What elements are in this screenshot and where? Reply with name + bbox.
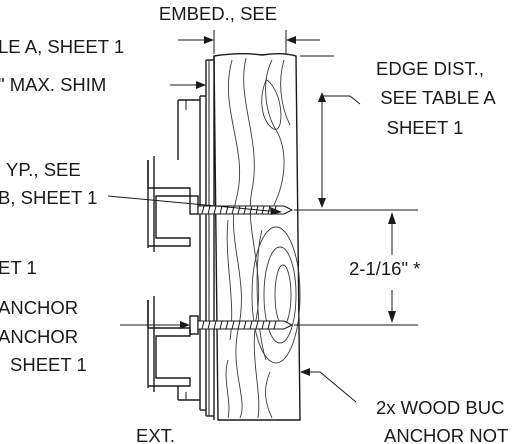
label-et1: ET 1 (0, 257, 37, 278)
label-embed-line2: LE A, SHEET 1 (0, 36, 124, 57)
wood-buck (213, 53, 301, 421)
frame-strips (199, 56, 215, 420)
label-edge-line3: SHEET 1 (387, 117, 464, 138)
label-typ-line2: B, SHEET 1 (0, 187, 97, 208)
label-dim-spacing: 2-1/16" * (349, 258, 420, 279)
label-typ-line1: YP., SEE (6, 159, 81, 180)
anchor-screws (197, 205, 294, 330)
wood-grain (225, 57, 301, 419)
label-ext: EXT. (136, 425, 175, 444)
label-anchor2: ANCHOR (0, 326, 78, 347)
label-embed-line1: EMBED., SEE (159, 3, 277, 24)
label-wood-line1: 2x WOOD BUC (376, 397, 504, 418)
leader-lines (107, 195, 357, 403)
label-wood-line2: ANCHOR NOT (384, 425, 508, 444)
anchor-spacing-dimension (294, 212, 418, 326)
label-sheet1: SHEET 1 (10, 354, 87, 375)
edge-distance-dimension (294, 55, 418, 211)
labels: EMBED., SEE LE A, SHEET 1 " MAX. SHIM ED… (0, 3, 508, 444)
window-frame-profile (147, 99, 200, 401)
label-edge-line1: EDGE DIST., (376, 58, 484, 79)
label-edge-line2: SEE TABLE A (380, 87, 496, 108)
embed-dimension (170, 30, 320, 100)
label-shim: " MAX. SHIM (0, 74, 106, 95)
label-anchor1: ANCHOR (0, 297, 78, 318)
